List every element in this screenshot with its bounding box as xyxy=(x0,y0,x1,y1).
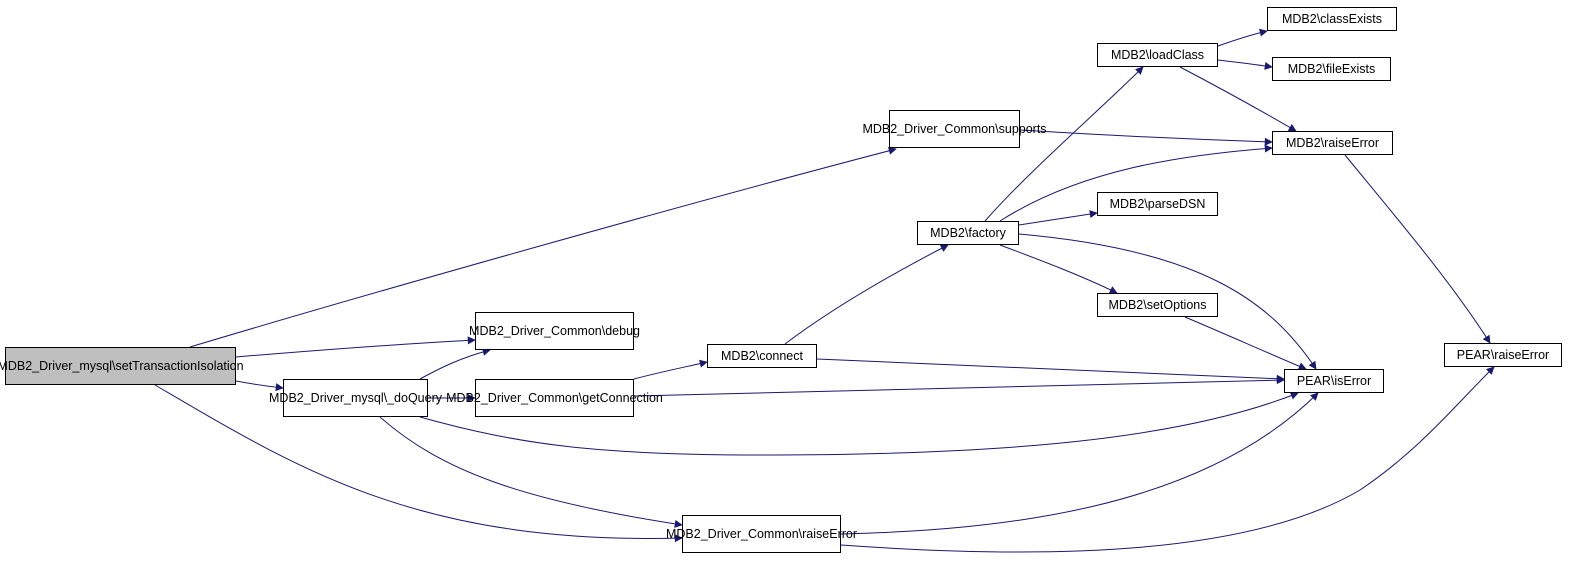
node-label-line-1: MDB2_Driver_Common xyxy=(665,527,799,541)
node-label-line-1: MDB2\fileExists xyxy=(1287,62,1376,76)
edge-mdb2-setoptions-to-pear-iserror xyxy=(1184,316,1307,370)
node-label-line-1: PEAR\isError xyxy=(1296,374,1372,388)
edge-mdb2-raise-to-pear-raise xyxy=(1344,154,1491,344)
node-mdb2-fileexists[interactable]: MDB2\fileExists xyxy=(1272,57,1391,81)
node-common-supports[interactable]: MDB2_Driver_Common \supports xyxy=(862,110,1047,148)
node-label-line-2: Isolation xyxy=(197,359,244,373)
node-pear-raiseerror[interactable]: PEAR\raiseError xyxy=(1444,343,1562,367)
edge-mdb2-connect-to-pear-iserror xyxy=(816,358,1285,383)
node-label-line-1: MDB2_Driver_Common xyxy=(862,122,996,136)
node-common-getconnection[interactable]: MDB2_Driver_Common \getConnection xyxy=(446,379,663,417)
edge-mdb2-factory-to-mdb2-parsedsn xyxy=(1018,210,1098,226)
edge-root-to-common-supports xyxy=(189,146,897,348)
node-label-line-1: PEAR\raiseError xyxy=(1456,348,1550,362)
node-label-line-2: \supports xyxy=(995,122,1047,136)
edge-mdb2-factory-to-pear-iserror xyxy=(1018,233,1317,370)
node-root-settransactionisolation: MDB2_Driver_mysql\setTransaction Isolati… xyxy=(0,347,244,385)
edge-mdb2-connect-to-mdb2-factory xyxy=(784,244,949,345)
node-label-line-1: MDB2\loadClass xyxy=(1110,48,1205,62)
edge-root-to-common-raise xyxy=(154,384,683,543)
edge-common-raise-to-pear-iserror xyxy=(840,392,1319,535)
node-label-line-1: MDB2_Driver_mysql\ xyxy=(269,391,388,405)
edge-mdb2-loadclass-to-mdb2-classexists xyxy=(1217,28,1268,47)
node-common-raiseerror[interactable]: MDB2_Driver_Common \raiseError xyxy=(666,515,857,553)
node-label-line-1: MDB2_Driver_Common xyxy=(446,391,579,405)
node-mdb2-classexists[interactable]: MDB2\classExists xyxy=(1267,7,1397,31)
node-label-line-1: MDB2\factory xyxy=(930,226,1006,240)
edge-common-supports-to-mdb2-raise xyxy=(1019,129,1273,146)
node-pear-iserror[interactable]: PEAR\isError xyxy=(1284,369,1384,393)
node-mdb2-parsedsn[interactable]: MDB2\parseDSN xyxy=(1097,192,1218,216)
node-mdb2-connect[interactable]: MDB2\connect xyxy=(707,344,817,368)
edge-mdb2-factory-to-mdb2-loadclass xyxy=(984,66,1144,222)
node-mdb2-loadclass[interactable]: MDB2\loadClass xyxy=(1097,43,1218,67)
node-mdb2-factory[interactable]: MDB2\factory xyxy=(917,221,1019,245)
edge-mdb2-factory-to-mdb2-raise xyxy=(999,144,1273,222)
node-label-line-1: MDB2\classExists xyxy=(1281,12,1383,26)
node-label-line-1: MDB2\raiseError xyxy=(1285,136,1380,150)
edge-common-getconn-to-pear-iserror xyxy=(633,376,1285,397)
node-label-line-1: MDB2_Driver_Common xyxy=(469,324,602,338)
node-common-debug[interactable]: MDB2_Driver_Common \debug xyxy=(469,312,640,350)
edge-mysql-doquery-to-pear-iserror xyxy=(419,391,1299,456)
edge-root-to-common-debug xyxy=(235,336,476,358)
node-label-line-1: MDB2\connect xyxy=(721,349,803,363)
node-mdb2-raiseerror[interactable]: MDB2\raiseError xyxy=(1272,131,1393,155)
node-label-line-2: \raiseError xyxy=(798,527,858,541)
edge-common-raise-to-pear-raise xyxy=(840,366,1495,553)
node-label-line-1: MDB2_Driver_mysql\setTransaction xyxy=(0,359,198,373)
edge-root-to-mysql-doquery xyxy=(235,380,284,392)
edge-common-getconn-to-mdb2-connect xyxy=(633,359,708,380)
node-label-line-2: \debug xyxy=(601,324,640,338)
node-label-line-1: MDB2\setOptions xyxy=(1108,298,1207,312)
edge-mdb2-factory-to-mdb2-setoptions xyxy=(999,244,1118,294)
node-label-line-1: MDB2\parseDSN xyxy=(1109,197,1206,211)
node-mdb2-setoptions[interactable]: MDB2\setOptions xyxy=(1097,293,1218,317)
edge-mdb2-loadclass-to-mdb2-fileexists xyxy=(1217,59,1273,70)
node-label-line-2: \getConnection xyxy=(578,391,663,405)
edge-mysql-doquery-to-common-raise xyxy=(379,416,683,528)
edge-mysql-doquery-to-common-debug xyxy=(419,347,491,380)
node-label-line-2: _doQuery xyxy=(387,391,442,405)
node-mysql-doquery[interactable]: MDB2_Driver_mysql\ _doQuery xyxy=(269,379,442,417)
edge-mdb2-loadclass-to-mdb2-raise xyxy=(1179,66,1297,132)
